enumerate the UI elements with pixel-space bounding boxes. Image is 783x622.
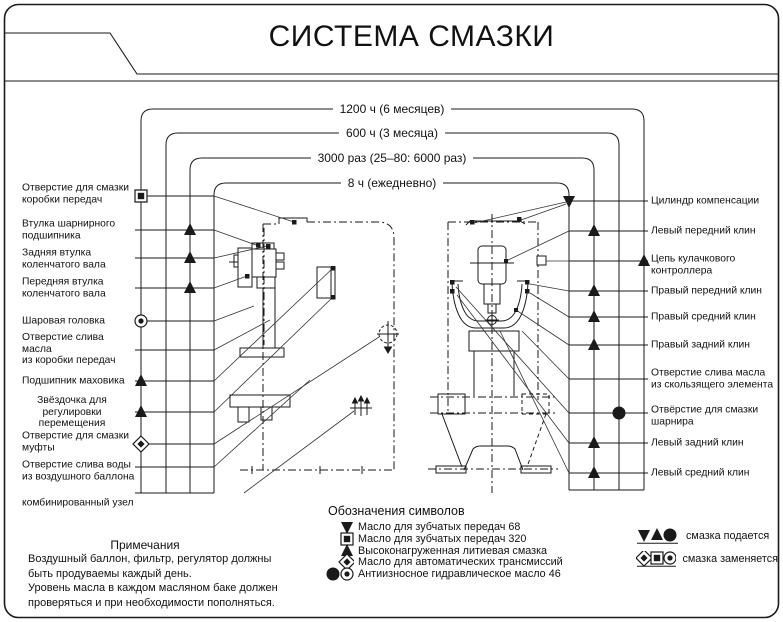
legend-item-label: Масло для зубчатых передач 68 (358, 520, 521, 533)
notes-text: Воздушный баллон, фильтр, регулятор долж… (28, 553, 278, 609)
right-point-label-2: Цепь кулачкового контроллера (651, 253, 736, 277)
interval-label-1: 600 ч (3 месяца) (292, 126, 492, 140)
right-machine-drawing (428, 214, 558, 493)
notes-block: Примечания Воздушный баллон, фильтр, рег… (20, 538, 292, 610)
atf-oil-icon (338, 554, 354, 571)
left-point-label-4: Шаровая головка (22, 315, 105, 327)
hydraulic-oil-46-icon (326, 567, 354, 581)
triangle-icon (638, 254, 650, 266)
triangle-icon (588, 310, 600, 322)
right-point-label-5: Правый задний клин (651, 339, 750, 351)
right-point-label-3: Правый передний клин (651, 285, 762, 297)
interval-label-2: 3000 раз (25–80: 6000 раз) (292, 151, 492, 165)
symbols-legend-heading: Обозначения символов (328, 504, 465, 518)
interval-grid (135, 109, 648, 493)
left-point-label-8: Отверстие для смазки муфты (22, 430, 130, 454)
legend-item-label: Масло для автоматических трансмиссий (358, 556, 563, 569)
triangle-icon (135, 374, 147, 386)
triangle-icon (184, 281, 196, 293)
action-legend-row: смазка подается (636, 528, 778, 544)
page-border (5, 5, 779, 618)
interval-label-0: 1200 ч (6 месяцев) (292, 102, 492, 116)
lithium-grease-icon (341, 543, 353, 556)
triangle-down-icon (341, 521, 353, 534)
circle-filled-icon (663, 528, 677, 542)
triangle-icon (184, 251, 196, 263)
leader-anchor-points (245, 217, 530, 312)
notes-heading: Примечания (110, 538, 180, 552)
legend-item: Антиизносное гидравлическое масло 46 (318, 567, 586, 581)
diamond-icon (132, 435, 150, 453)
leader-lines (214, 196, 569, 493)
left-point-label-9: Отверстие слива воды из воздушного балло… (22, 459, 135, 483)
left-point-label-3: Передняя втулка коленчатого вала (22, 276, 106, 300)
page-title: СИСТЕМА СМАЗКИ (268, 20, 555, 53)
right-point-label-9: Левый средний клин (651, 467, 750, 479)
triangle-icon (588, 338, 600, 350)
title-tab-lines (5, 33, 778, 81)
left-point-label-0: Отверстие для смазки коробки передач (22, 182, 130, 206)
grid-symbols (132, 190, 650, 478)
grease-supplied-icons (637, 528, 678, 544)
right-point-label-4: Правый средний клин (651, 311, 756, 323)
legend-item-label: Масло для зубчатых передач 320 (358, 532, 527, 545)
grease-replaced-icons (636, 551, 677, 567)
gear-oil-68-icon (341, 521, 353, 534)
triangle-icon (341, 543, 353, 556)
circle-replace-icon (340, 567, 354, 581)
triangle-icon (588, 466, 600, 478)
right-point-label-7: Отвёрстие для смазки шарнира (651, 404, 759, 428)
legend-item-label: Высоконагруженная литиевая смазка (358, 544, 548, 557)
legend-item: Высоконагруженная литиевая смазка (318, 543, 586, 557)
legend-item: Масло для зубчатых передач 68 (318, 520, 586, 534)
interval-label-3: 8 ч (ежедневно) (292, 176, 492, 190)
action-legend-label: смазка заменяется (682, 553, 778, 565)
square-replace-icon (650, 551, 664, 565)
action-legend-row: смазка заменяется (636, 551, 778, 567)
square-replace-icon (135, 190, 147, 202)
action-legend-label: смазка подается (686, 530, 770, 542)
triangle-icon (135, 405, 147, 417)
left-point-label-6: Подшипник маховика (22, 375, 125, 387)
left-point-label-7: Звёздочка для регулировки перемещения (37, 394, 107, 429)
action-legend: смазка подается смазка заменяется (636, 528, 778, 574)
right-point-label-0: Цилиндр компенсации (651, 195, 760, 207)
triangle-icon (651, 528, 663, 540)
triangle-icon (588, 224, 600, 236)
triangle-down-icon (563, 196, 575, 208)
triangle-down-icon (638, 530, 650, 542)
symbols-legend: Обозначения символов Масло для зубчатых … (318, 504, 586, 581)
legend-item: Масло для зубчатых передач 320 (318, 532, 586, 546)
triangle-icon (588, 284, 600, 296)
circle-replace-icon (663, 551, 677, 565)
left-point-label-2: Задняя втулка коленчатого вала (22, 247, 106, 271)
left-point-label-10: комбинированный узел (22, 497, 134, 509)
right-point-label-1: Левый передний клин (651, 225, 756, 237)
triangle-icon (184, 223, 196, 235)
right-point-label-6: Отверстие слива масла из скользящего эле… (651, 367, 774, 391)
legend-item: Масло для автоматических трансмиссий (318, 554, 586, 571)
legend-item-label: Антиизносное гидравлическое масло 46 (358, 568, 561, 581)
right-point-label-8: Левый задний клин (651, 437, 744, 449)
left-point-label-5: Отверстие слива масла из коробки передач (22, 331, 116, 366)
left-machine-drawing (229, 218, 399, 474)
diamond-icon (338, 554, 354, 571)
diamond-icon (636, 551, 653, 567)
triangle-icon (588, 436, 600, 448)
circle-replace-icon (135, 315, 147, 327)
left-point-label-1: Втулка шарнирного подшипника (22, 218, 116, 242)
circle-filled-icon (326, 567, 340, 581)
circle-filled-icon (612, 406, 626, 420)
